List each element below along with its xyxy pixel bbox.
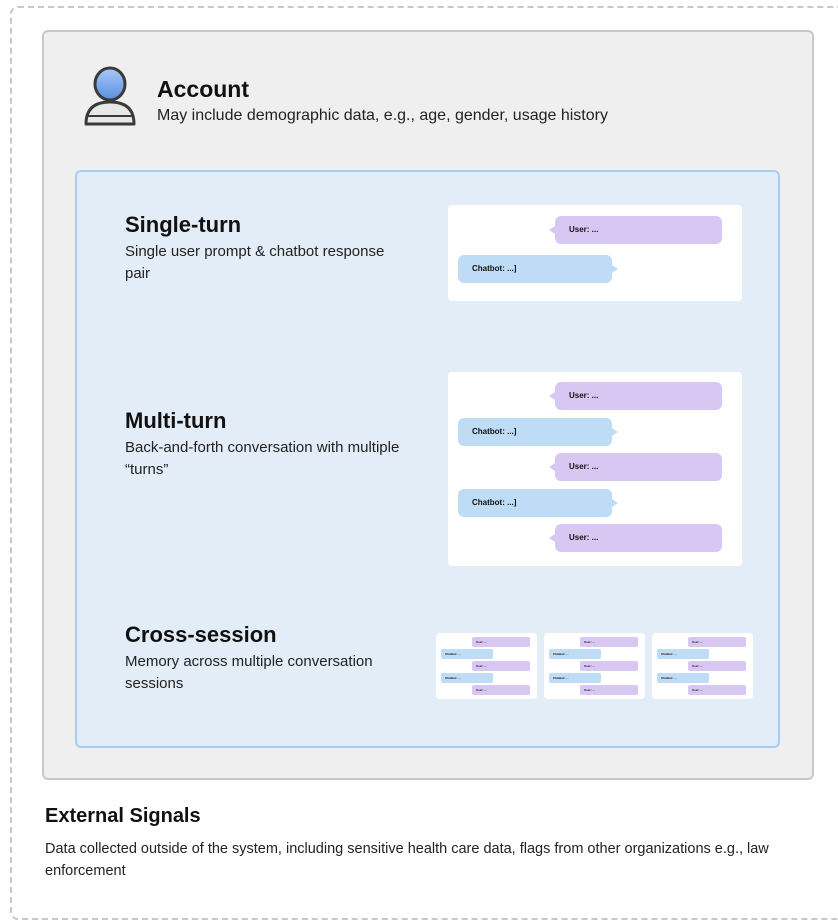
user-bubble: User: ...	[549, 524, 722, 552]
mini-chatbot-bubble: Chatbot: ...	[441, 673, 493, 683]
cross-session-description: Memory across multiple conversation sess…	[125, 653, 373, 692]
account-title: Account	[157, 76, 249, 102]
multi-turn-card: User: ... Chatbot: ...] User: ... Chatbo…	[448, 372, 742, 566]
person-icon	[84, 66, 136, 126]
multi-turn-description: Back-and-forth conversation with multipl…	[125, 439, 400, 478]
chatbot-bubble: Chatbot: ...]	[458, 489, 618, 517]
mini-user-bubble: User: ...	[472, 661, 530, 671]
chatbot-bubble: Chatbot: ...]	[458, 418, 618, 446]
mini-chatbot-bubble: Chatbot: ...	[549, 649, 601, 659]
external-signals-description: Data collected outside of the system, in…	[45, 841, 769, 879]
mini-user-bubble: User: ...	[580, 685, 638, 695]
user-bubble: User: ...	[549, 382, 722, 410]
account-description: May include demographic data, e.g., age,…	[157, 107, 608, 124]
single-turn-card: User: ... Chatbot: ...]	[448, 205, 742, 301]
mini-chatbot-bubble: Chatbot: ...	[441, 649, 493, 659]
session-card-2: User: ... Chatbot: ... User: ... Chatbot…	[544, 633, 645, 699]
mini-chatbot-bubble: Chatbot: ...	[549, 673, 601, 683]
mini-user-bubble: User: ...	[472, 685, 530, 695]
mini-user-bubble: User: ...	[688, 661, 746, 671]
mini-chatbot-bubble: Chatbot: ...	[657, 673, 709, 683]
mini-chatbot-bubble: Chatbot: ...	[657, 649, 709, 659]
mini-user-bubble: User: ...	[688, 685, 746, 695]
mini-user-bubble: User: ...	[688, 637, 746, 647]
user-bubble: User: ...	[549, 453, 722, 481]
user-bubble: User: ...	[549, 216, 722, 244]
single-turn-title: Single-turn	[125, 212, 242, 237]
session-card-1: User: ... Chatbot: ... User: ... Chatbot…	[436, 633, 537, 699]
mini-user-bubble: User: ...	[580, 637, 638, 647]
session-card-3: User: ... Chatbot: ... User: ... Chatbot…	[652, 633, 753, 699]
mini-user-bubble: User: ...	[580, 661, 638, 671]
multi-turn-title: Multi-turn	[125, 408, 227, 433]
chatbot-bubble: Chatbot: ...]	[458, 255, 618, 283]
external-signals-boundary	[10, 6, 838, 920]
cross-session-title: Cross-session	[125, 622, 277, 647]
mini-user-bubble: User: ...	[472, 637, 530, 647]
external-signals-title: External Signals	[45, 805, 201, 827]
single-turn-description: Single user prompt & chatbot response pa…	[125, 243, 385, 282]
